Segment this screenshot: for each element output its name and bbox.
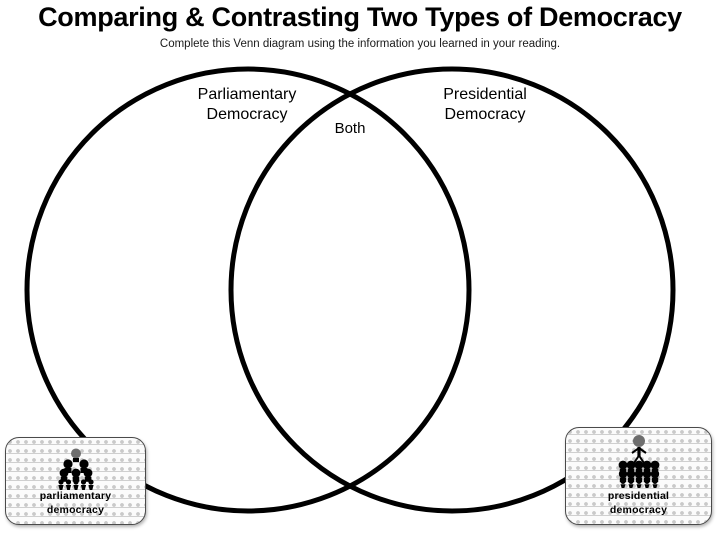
badge-presidential-democracy: presidential democracy: [565, 427, 712, 525]
venn-label-both: Both: [334, 120, 366, 137]
page-instructions: Complete this Venn diagram using the inf…: [159, 38, 561, 50]
badge-right-caption: presidential democracy: [607, 490, 670, 516]
parliamentary-democracy-people-pyramid-icon: [6, 446, 145, 490]
venn-circle-left: [24, 66, 472, 514]
venn-label-parliamentary: Parliamentary Democracy: [197, 86, 297, 124]
venn-circle-right: [228, 66, 676, 514]
presidential-democracy-single-leader-icon: [566, 432, 711, 488]
page-title: Comparing & Contrasting Two Types of Dem…: [38, 2, 682, 32]
venn-label-presidential: Presidential Democracy: [443, 86, 527, 124]
badge-parliamentary-democracy: parliamentary democracy: [5, 437, 146, 525]
badge-left-caption: parliamentary democracy: [39, 490, 112, 516]
